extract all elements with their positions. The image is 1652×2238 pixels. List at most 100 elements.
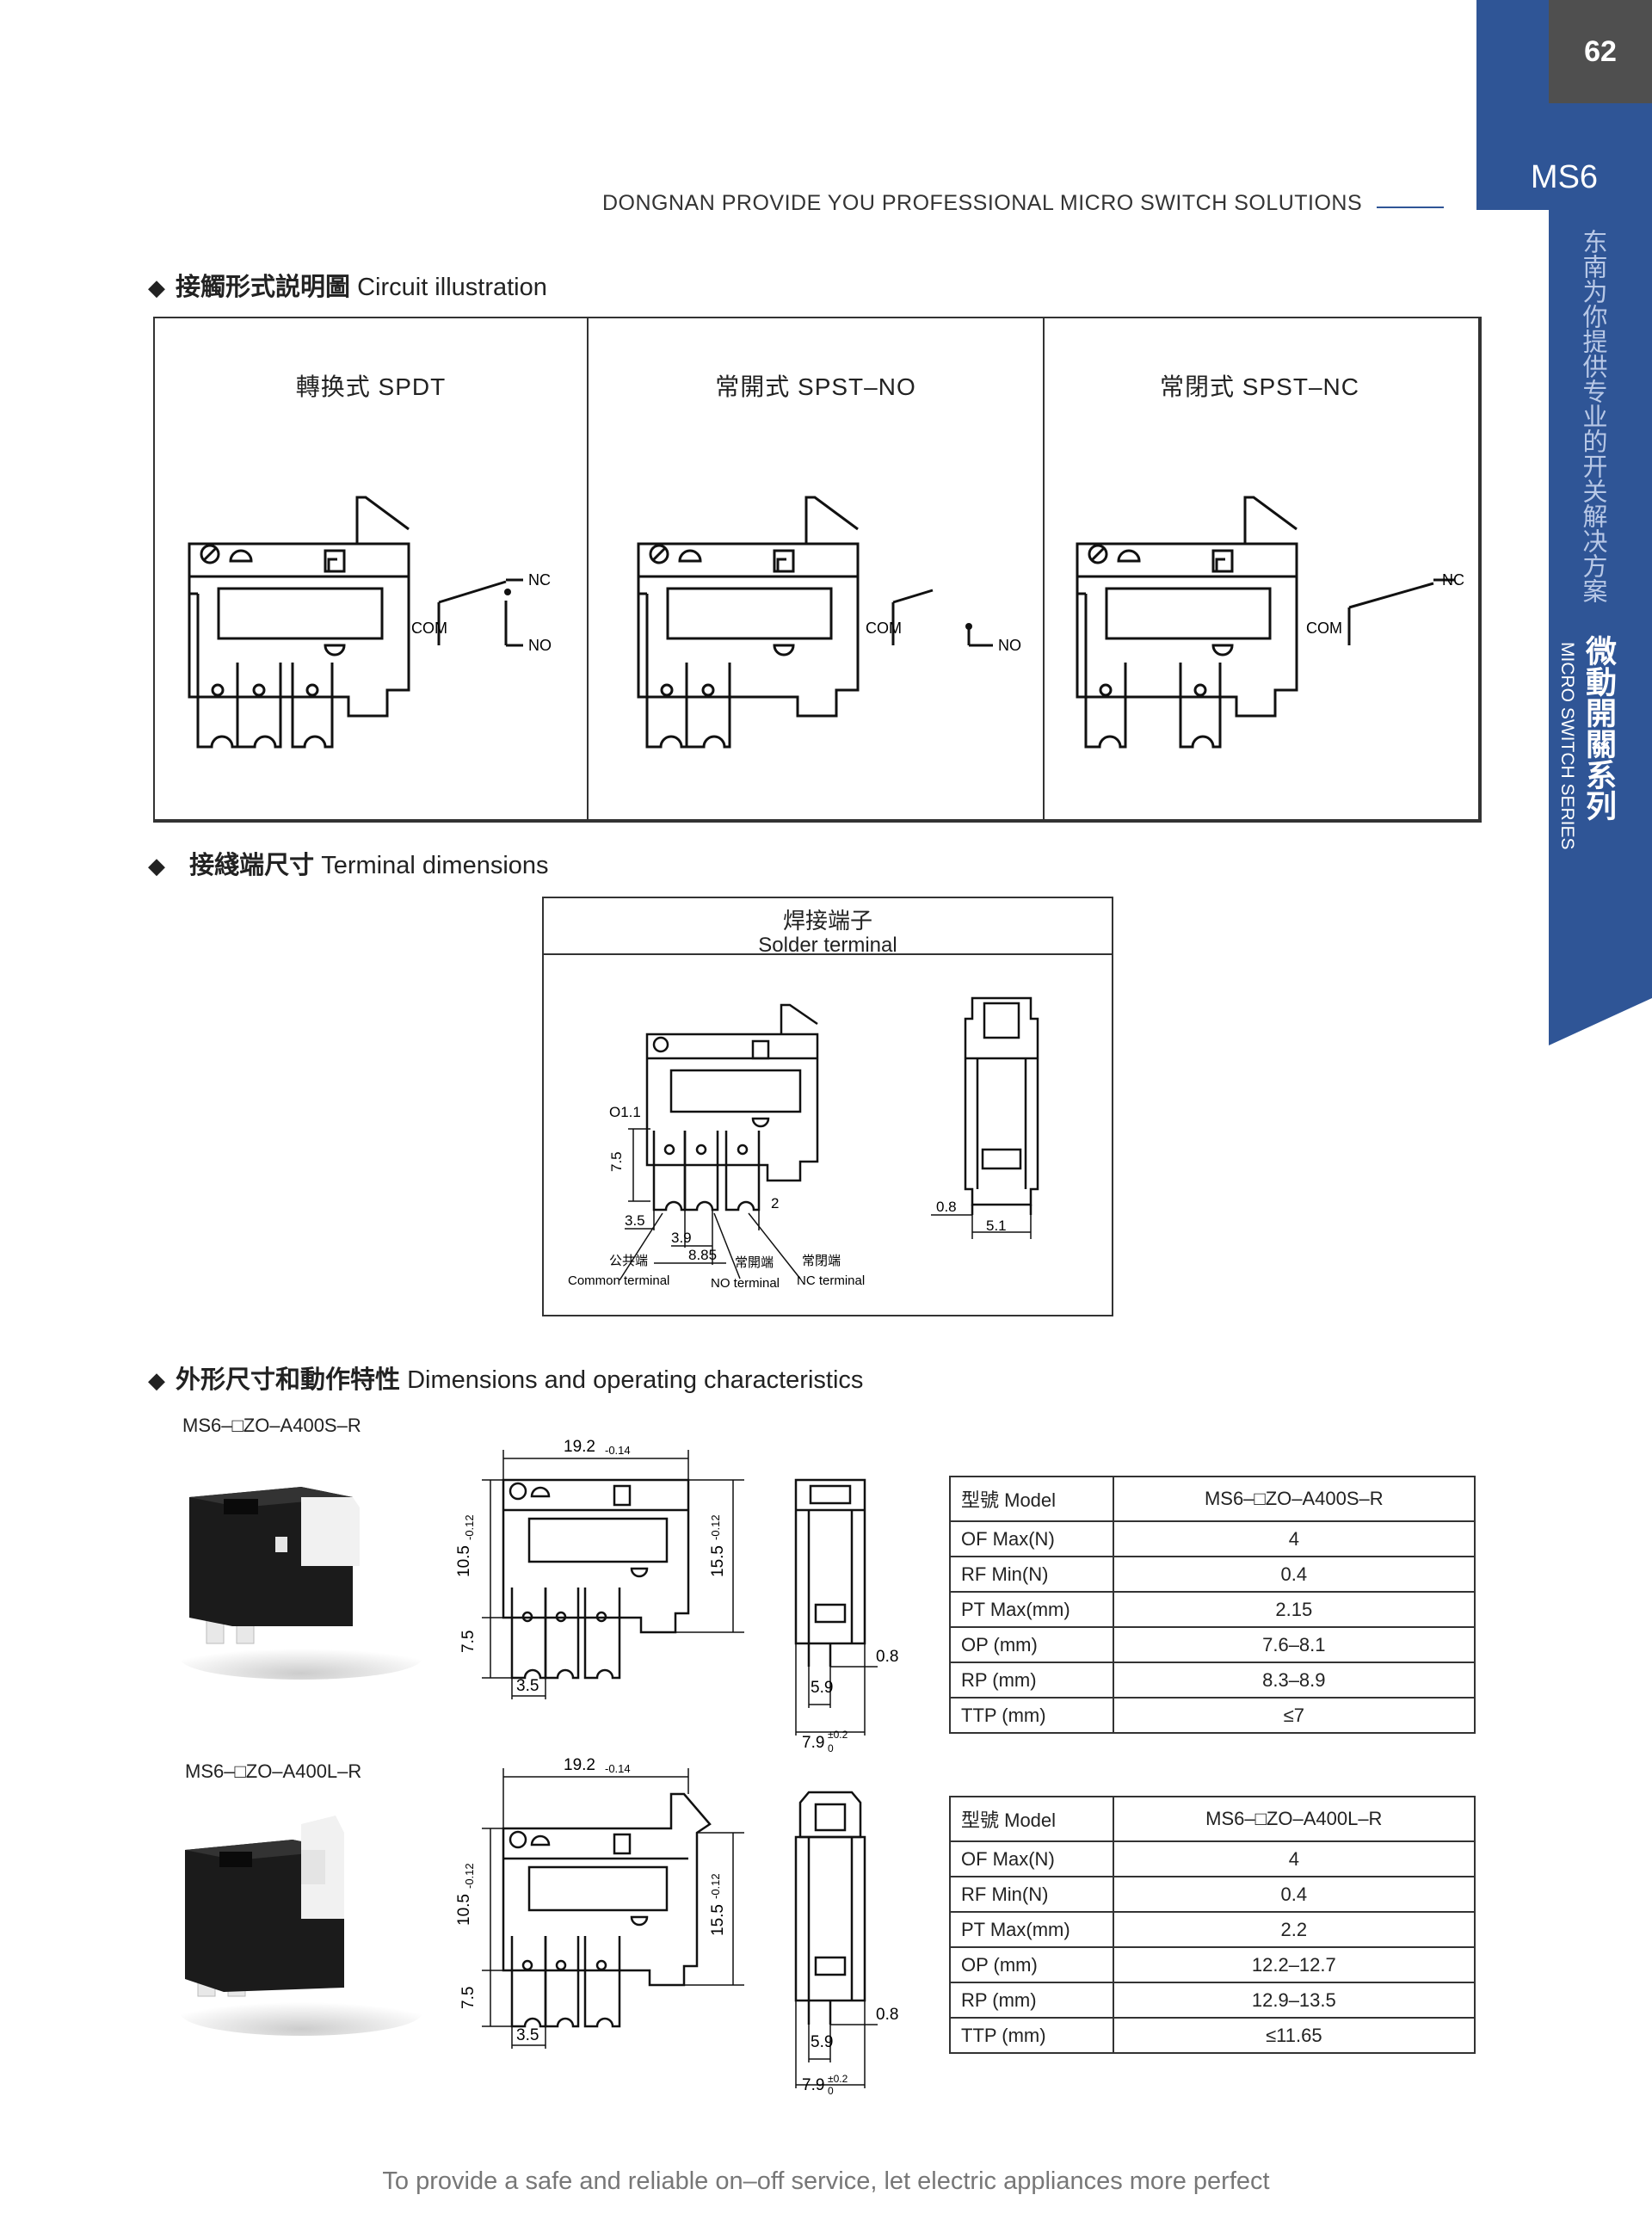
dim-width-tol-l: -0.14 [605,1762,631,1775]
dim-side1-s: 5.9 [811,1679,833,1697]
spdt-switch-drawing: COM NC NO [188,496,552,749]
diamond-bullet-icon: ◆ [148,274,165,300]
dim-h2-l: 15.5 [709,1904,727,1936]
model-label-s: MS6–□ZO–A400S–R [182,1415,361,1436]
table-cell: 0.4 [1112,1876,1476,1913]
table-header-cell: MS6–□ZO–A400L–R [1112,1796,1476,1842]
solder-terminal-drawing: O1.1 7.5 3.5 3.9 8.85 2 0.8 5.1 公共端 Comm… [568,996,1039,1291]
header-tagline: DONGNAN PROVIDE YOU PROFESSIONAL MICRO S… [602,191,1363,215]
dim-thickness: 0.8 [936,1199,957,1215]
dim-side2-tol-l: ±0.2 [828,2073,848,2085]
dim-hole: O1.1 [609,1104,641,1120]
table-cell: RF Min(N) [949,1876,1114,1913]
label-nc-en: NC terminal [797,1273,865,1288]
table-cell: TTP (mm) [949,1697,1114,1734]
panel-title-spst-no: 常開式 SPST–NO [715,373,916,400]
dim-left-s: 3.5 [516,1677,539,1695]
label-common-en: Common terminal [568,1273,669,1288]
product-photo-s [181,1487,422,1680]
dim-side2-sub-s: 0 [828,1742,834,1754]
dim-height: 7.5 [608,1151,625,1172]
dim-side2-l: 7.9 [802,2076,824,2094]
circuit-illustration-box: 轉换式 SPDT 常開式 SPST–NO 常閉式 SPST–NC [153,317,1482,823]
table-cell: OF Max(N) [949,1840,1114,1877]
table-cell: OP (mm) [949,1626,1114,1663]
diamond-bullet-icon: ◆ [148,853,165,879]
table-row: OF Max(N)4 [949,1840,1476,1877]
panel-title-spst-nc: 常閉式 SPST–NC [1160,373,1359,400]
dim-pitch: 3.9 [671,1230,692,1246]
terminal-dimensions-box: 焊接端子 Solder terminal [542,897,1113,1316]
spdt-no-label: NO [528,637,552,654]
table-row: RF Min(N)0.4 [949,1556,1476,1593]
dim-left-l: 3.5 [516,2026,539,2044]
table-cell: 12.2–12.7 [1112,1946,1476,1983]
table-cell: 2.15 [1112,1591,1476,1628]
table-cell: RF Min(N) [949,1556,1114,1593]
label-common-cn: 公共端 [609,1254,648,1268]
table-row: OP (mm)12.2–12.7 [949,1946,1476,1983]
table-cell: TTP (mm) [949,2017,1114,2054]
sidebar-series-cn: 微動開關系列 [1581,635,1617,821]
table-cell: OP (mm) [949,1946,1114,1983]
table-header-cell: 型號 Model [949,1476,1114,1522]
table-cell: 4 [1112,1520,1476,1557]
dim-h1-tol-s: -0.12 [463,1514,476,1540]
table-cell: RP (mm) [949,1982,1114,2019]
label-nc-cn: 常閉端 [802,1254,841,1268]
table-cell: 12.9–13.5 [1112,1982,1476,2019]
table-header-cell: 型號 Model [949,1796,1114,1842]
header-rule [1377,207,1444,208]
spdt-com-label: COM [411,620,447,637]
model-label-l: MS6–□ZO–A400L–R [185,1760,362,1782]
dim-width-s: 19.2 [564,1438,595,1456]
table-cell: OF Max(N) [949,1520,1114,1557]
section-title-terminal: ◆ 接綫端尺寸 Terminal dimensions [148,852,549,879]
dim-h2-tol-l: -0.12 [709,1873,722,1899]
dim-width-l: 19.2 [564,1756,595,1774]
table-row: OP (mm)7.6–8.1 [949,1626,1476,1663]
label-no-cn: 常開端 [735,1255,774,1270]
table-cell: ≤7 [1112,1697,1476,1734]
series-code: MS6 [1530,159,1599,195]
dim-side2-sub-l: 0 [828,2085,834,2095]
table-row: RP (mm)8.3–8.9 [949,1662,1476,1699]
table-row: TTP (mm)≤7 [949,1697,1476,1734]
dim-h1-s: 10.5 [455,1545,473,1577]
dim-h1-tol-l: -0.12 [463,1863,476,1889]
table-cell: PT Max(mm) [949,1911,1114,1948]
table-cell: ≤11.65 [1112,2017,1476,2054]
dim-pin-l: 7.5 [459,1987,478,2009]
spst-nc-nc-label: NC [1442,571,1464,589]
dim-pin-s: 7.5 [459,1631,478,1653]
dim-span: 8.85 [688,1247,717,1263]
table-row: OF Max(N)4 [949,1520,1476,1557]
dim-thick-s: 0.8 [876,1648,898,1666]
spst-nc-com-label: COM [1306,620,1342,637]
table-cell: 8.3–8.9 [1112,1662,1476,1699]
dimension-drawing-l: 19.2 -0.14 10.5 -0.12 15.5 -0.12 7.5 3.5… [455,1756,898,2095]
table-row: PT Max(mm)2.15 [949,1591,1476,1628]
sidebar-ribbon [1549,0,1652,1045]
spst-no-switch-drawing: COM NO [637,496,1021,749]
table-cell: 7.6–8.1 [1112,1626,1476,1663]
table-row: RP (mm)12.9–13.5 [949,1982,1476,2019]
section-title-circuit: ◆接觸形式説明圖 Circuit illustration [148,274,547,301]
dim-gap: 2 [771,1195,779,1211]
dim-width-tol-s: -0.14 [605,1444,631,1457]
sidebar-series-en: MICRO SWITCH SERIES [1557,642,1577,850]
page-number: 62 [1549,0,1652,103]
table-row: PT Max(mm)2.2 [949,1911,1476,1948]
dim-side1-l: 5.9 [811,2033,833,2051]
table-cell: 0.4 [1112,1556,1476,1593]
table-row: RF Min(N)0.4 [949,1876,1476,1913]
table-header-cell: MS6–□ZO–A400S–R [1112,1476,1476,1522]
spdt-nc-label: NC [528,571,551,589]
dim-h2-tol-s: -0.12 [709,1514,722,1540]
sidebar-top-block [1476,0,1549,210]
dim-width: 5.1 [986,1218,1007,1234]
